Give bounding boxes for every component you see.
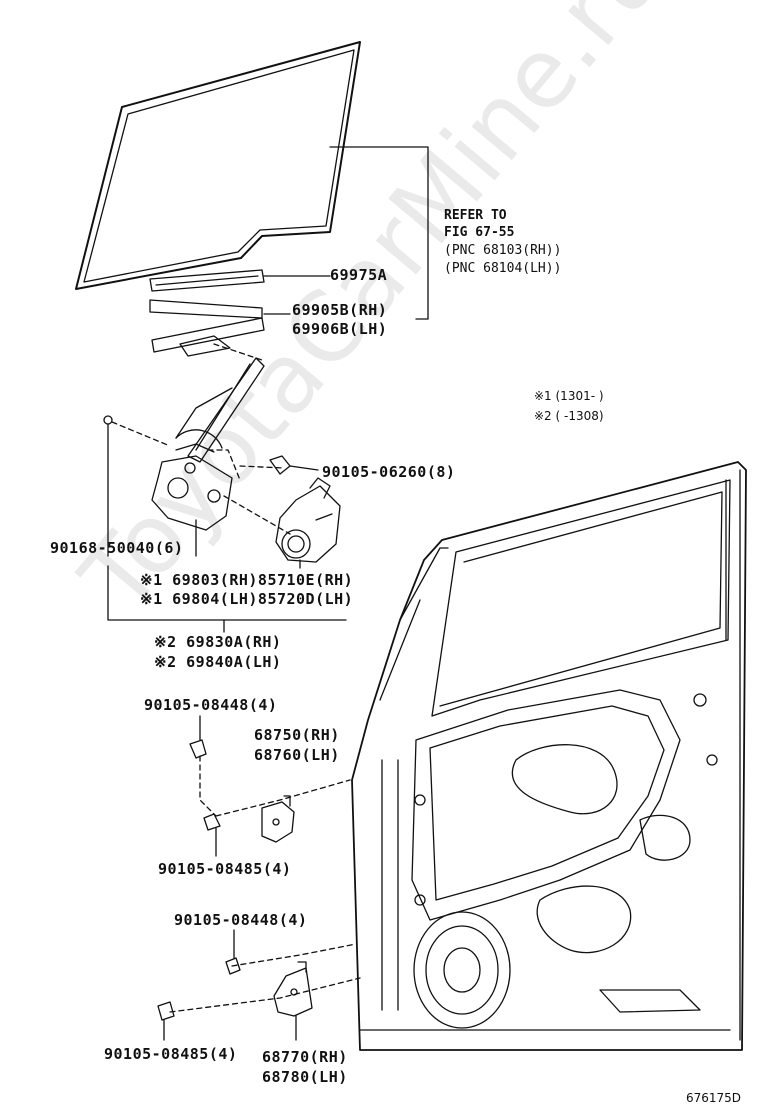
bolt-90105-08448-a (189, 715, 207, 759)
bolt-90105-08485-a (203, 813, 221, 857)
leader-lines-top (263, 146, 429, 320)
part-label-69804: ※1 69804(LH)85720D(LH) (140, 590, 354, 608)
bolt-90105-08485-b (157, 1001, 175, 1041)
part-label-68760: 68760(LH) (254, 746, 340, 764)
leader-lines-mid (107, 519, 347, 633)
part-label-90105-06260: 90105-06260(8) (322, 463, 456, 481)
bolt-90168 (103, 415, 113, 557)
note-1: ※1 (1301- ) (534, 389, 604, 403)
bolt-90105-08448-b (225, 929, 241, 975)
part-label-68750: 68750(RH) (254, 726, 340, 744)
refer-line-2: FIG 67-55 (444, 225, 515, 240)
part-label-90105-08485-a: 90105-08485(4) (158, 860, 292, 878)
part-label-90105-08448-a: 90105-08448(4) (144, 696, 278, 714)
regulator-motor (275, 477, 341, 563)
glass-run-69975A (149, 269, 265, 292)
bolt-90105-06260 (269, 455, 319, 475)
refer-line-3: (PNC 68103(RH)) (444, 243, 562, 258)
part-label-69803: ※1 69803(RH)85710E(RH) (140, 571, 354, 589)
part-label-69840A: ※2 69840A(LH) (154, 653, 282, 671)
door-lock-68750 (261, 795, 295, 843)
door-glass (75, 41, 361, 290)
door-hinge-68770 (273, 961, 313, 1041)
note-2: ※2 ( -1308) (534, 409, 604, 423)
glass-run-69905B (149, 299, 263, 319)
part-label-69830A: ※2 69830A(RH) (154, 633, 282, 651)
part-label-90168-50040: 90168-50040(6) (50, 539, 184, 557)
part-label-90105-08448-b: 90105-08448(4) (174, 911, 308, 929)
rear-door-panel (351, 461, 747, 1051)
part-label-69906B: 69906B(LH) (292, 320, 388, 338)
part-label-68780: 68780(LH) (262, 1068, 348, 1086)
part-label-69975A: 69975A (330, 266, 388, 284)
part-label-69905B: 69905B(RH) (292, 301, 388, 319)
figure-id: 676175D (686, 1091, 742, 1105)
glass-run-69906B (151, 317, 265, 357)
part-label-90105-08485-b: 90105-08485(4) (104, 1045, 238, 1063)
part-label-68770: 68770(RH) (262, 1048, 348, 1066)
refer-line-4: (PNC 68104(LH)) (444, 261, 562, 276)
refer-line-1: REFER TO (444, 208, 507, 223)
window-regulator (151, 357, 265, 531)
